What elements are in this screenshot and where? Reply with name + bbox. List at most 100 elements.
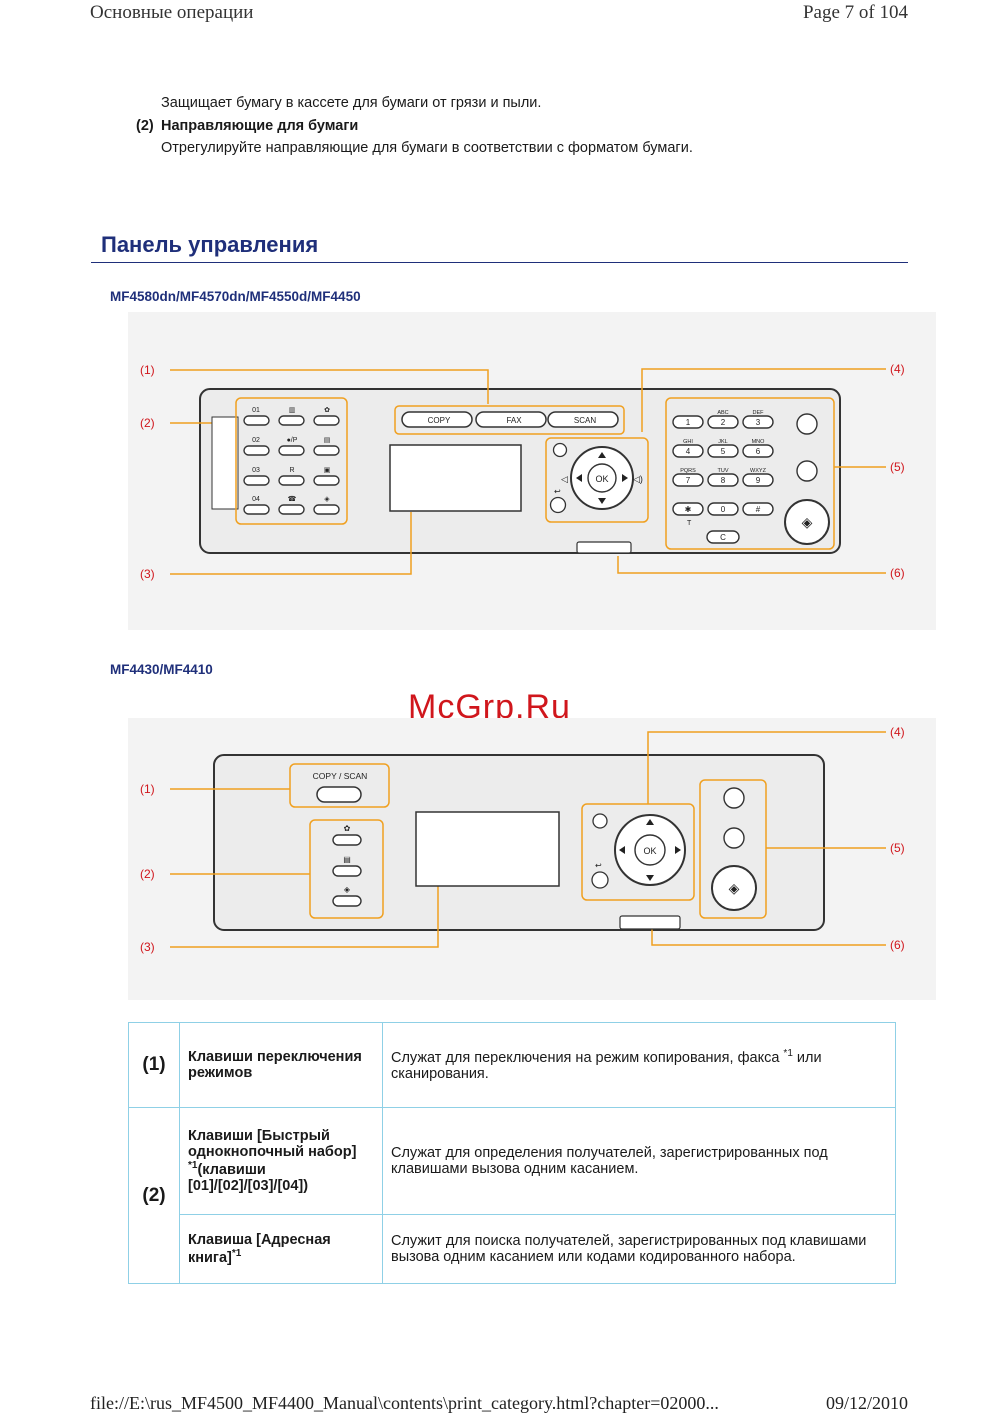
copy-mode-button[interactable] [401, 411, 473, 428]
key-description: Служит для поиска получателей, зарегистр… [382, 1214, 896, 1284]
keypad-digit: 6 [756, 447, 761, 456]
energy-saver-button[interactable] [592, 813, 608, 829]
table-row: Клавиша [Адресная книга]*1 Служит для по… [129, 1214, 896, 1284]
stop-button[interactable] [796, 460, 818, 482]
control-panel-diagram-2: (1) (2) (3) (4) (5) (6) COPY / SCAN ✿ ▤ … [128, 718, 936, 1000]
callout-5: (5) [890, 841, 905, 855]
onetouch-03-button[interactable] [243, 475, 270, 486]
callout-6: (6) [890, 566, 905, 580]
coded-dial-label: ●/P [287, 437, 298, 444]
ok-label: OK [595, 474, 608, 484]
onetouch-04-label: 04 [252, 496, 260, 503]
stop-button[interactable] [723, 827, 745, 849]
copy-settings-icon: ▤ [343, 855, 351, 864]
copy-settings-button[interactable] [332, 865, 362, 877]
row-number: (1) [128, 1022, 180, 1108]
keypad-button[interactable] [707, 473, 739, 487]
keypad-button[interactable] [742, 502, 774, 516]
paper-icon: ◈ [324, 496, 330, 503]
model-heading: MF4580dn/MF4570dn/MF4550d/MF4450 [110, 289, 361, 304]
settings-button[interactable] [332, 834, 362, 846]
paper-button[interactable] [313, 504, 340, 515]
tone-label: T [687, 520, 692, 527]
keypad-letters: TUV [718, 468, 729, 474]
lcd-display [389, 444, 522, 512]
callout-1: (1) [140, 363, 155, 377]
right-arrow-icon [675, 846, 681, 854]
keypad-button[interactable] [672, 444, 704, 458]
start-button[interactable] [784, 499, 830, 545]
status-monitor-button[interactable] [796, 413, 818, 435]
clear-button[interactable] [706, 530, 740, 544]
copy-settings-button[interactable] [313, 445, 340, 456]
page-footer-date: 09/12/2010 [825, 1393, 908, 1413]
ok-button[interactable] [634, 834, 666, 866]
status-monitor-button[interactable] [723, 787, 745, 809]
keypad-button[interactable] [672, 502, 704, 516]
keypad-digit: 1 [686, 418, 691, 427]
back-button[interactable] [591, 871, 609, 889]
keypad-button[interactable] [742, 444, 774, 458]
row-number: (2) [128, 1107, 180, 1284]
left-arrow-icon [619, 846, 625, 854]
coded-dial-button[interactable] [278, 445, 305, 456]
control-panel-diagram-1: (1) (2) (3) (4) (5) (6) 01 02 03 04 ●/P … [128, 312, 936, 630]
page-header-title: Основные операции [90, 2, 254, 23]
keypad-button[interactable] [672, 473, 704, 487]
paragraph: Отрегулируйте направляющие для бумаги в … [161, 140, 693, 156]
energy-saver-button[interactable] [552, 442, 568, 458]
callout-1: (1) [140, 782, 155, 796]
key-description: Служат для определения получателей, заре… [382, 1107, 896, 1215]
back-button[interactable] [549, 496, 567, 514]
settings-button[interactable] [313, 415, 340, 426]
clear-label: C [720, 533, 726, 542]
menu-button[interactable] [313, 475, 340, 486]
key-name: Клавиши переключения режимов [179, 1022, 383, 1108]
onetouch-04-button[interactable] [243, 504, 270, 515]
keypad-letters: JKL [718, 439, 727, 445]
ok-button[interactable] [587, 463, 617, 493]
up-arrow-icon [598, 452, 606, 458]
r-key-label: R [289, 467, 294, 474]
r-button[interactable] [278, 475, 305, 486]
keypad-letters: ABC [717, 410, 728, 416]
address-book-button[interactable] [278, 415, 305, 426]
keypad-button[interactable] [742, 415, 774, 429]
keypad-button[interactable] [707, 502, 739, 516]
callout-4: (4) [890, 362, 905, 376]
scan-mode-label: SCAN [574, 416, 596, 425]
key-name: Клавиши [Быстрый однокнопочный набор] *1… [179, 1107, 383, 1215]
hook-button[interactable] [278, 504, 305, 515]
callout-3: (3) [140, 940, 155, 954]
up-arrow-icon [646, 819, 654, 825]
keypad-digit: 8 [721, 476, 726, 485]
keypad-digit: 4 [686, 447, 691, 456]
table-row: (1) Клавиши переключения режимов Служат … [128, 1022, 896, 1108]
scan-mode-button[interactable] [547, 411, 619, 428]
section-title: Панель управления [101, 232, 319, 257]
start-icon: ◈ [729, 880, 740, 896]
settings-icon: ✿ [344, 824, 351, 833]
lcd-display [415, 811, 560, 887]
address-book-icon: ▥ [289, 407, 296, 414]
callout-2: (2) [140, 867, 155, 881]
keypad-button[interactable] [742, 473, 774, 487]
keypad-button[interactable] [672, 415, 704, 429]
onetouch-01-button[interactable] [243, 415, 270, 426]
settings-icon: ✿ [324, 407, 330, 414]
paper-button[interactable] [332, 895, 362, 907]
callout-4: (4) [890, 725, 905, 739]
keypad-digit: ✱ [685, 505, 692, 514]
keypad-digit: 9 [756, 476, 761, 485]
keypad-button[interactable] [707, 444, 739, 458]
volume-up-icon: ◁) [633, 474, 643, 484]
keypad-button[interactable] [707, 415, 739, 429]
paragraph: Защищает бумагу в кассете для бумаги от … [161, 95, 542, 111]
onetouch-02-button[interactable] [243, 445, 270, 456]
fax-mode-button[interactable] [475, 411, 547, 428]
start-button[interactable] [711, 865, 757, 911]
item-number: (2) [136, 118, 154, 134]
copy-scan-button[interactable] [316, 786, 362, 803]
onetouch-01-label: 01 [252, 407, 260, 414]
